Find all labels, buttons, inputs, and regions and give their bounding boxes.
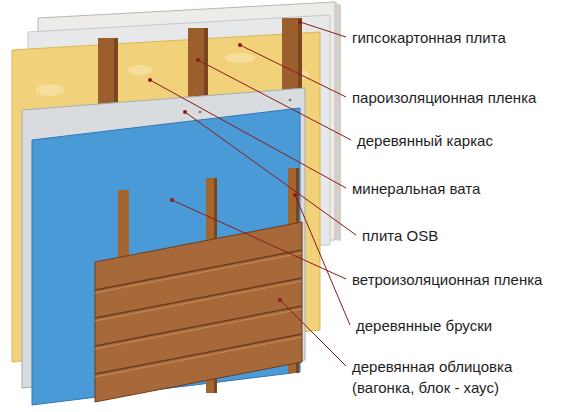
cladding-boards <box>95 250 302 374</box>
part-label: ветроизоляционная пленка <box>352 269 542 290</box>
part-label: деревянные бруски <box>356 315 492 336</box>
part-label: минеральная вата <box>352 178 480 199</box>
wood-cladding <box>95 222 302 402</box>
part-label: пароизоляционная пленка <box>352 87 536 108</box>
leader-lines <box>150 22 356 366</box>
part-label: плита OSB <box>362 225 438 246</box>
part-label: деревянный каркас <box>357 130 493 151</box>
part-label: деревянная облицовка (вагонка, блок - ха… <box>352 356 552 398</box>
gypsum-edge <box>335 2 341 241</box>
cladding-highlights <box>95 253 302 377</box>
part-label: гипсокартонная плита <box>352 27 506 48</box>
leader-dots <box>148 20 302 302</box>
